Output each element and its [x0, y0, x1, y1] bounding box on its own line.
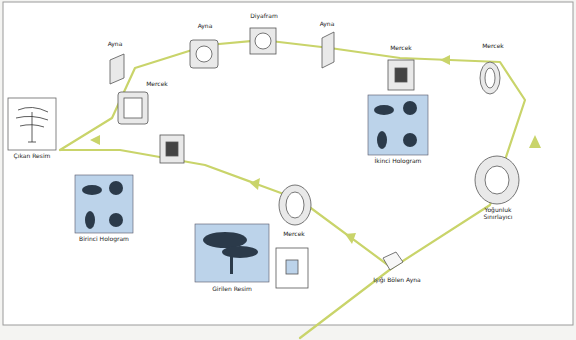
part-label: Mercek: [476, 42, 510, 49]
part-label: Mercek: [384, 44, 418, 51]
part-label: Mercek: [140, 80, 174, 87]
part-label: Mercek: [277, 230, 311, 237]
part-label: Işığı Bölen Ayna: [372, 276, 422, 283]
part-label: Birinci Hologram: [76, 235, 132, 242]
part-label: Ayna: [312, 20, 342, 27]
part-label: Diyafram: [244, 12, 284, 19]
part-label: Çıkan Resim: [10, 152, 54, 159]
part-label: Ayna: [190, 22, 220, 29]
part-label: Ayna: [100, 40, 130, 47]
part-label: Yoğunluk Sınırlayıcı: [470, 206, 526, 220]
part-label: İkinci Hologram: [370, 157, 426, 164]
part-label: Girilen Resim: [200, 285, 264, 292]
